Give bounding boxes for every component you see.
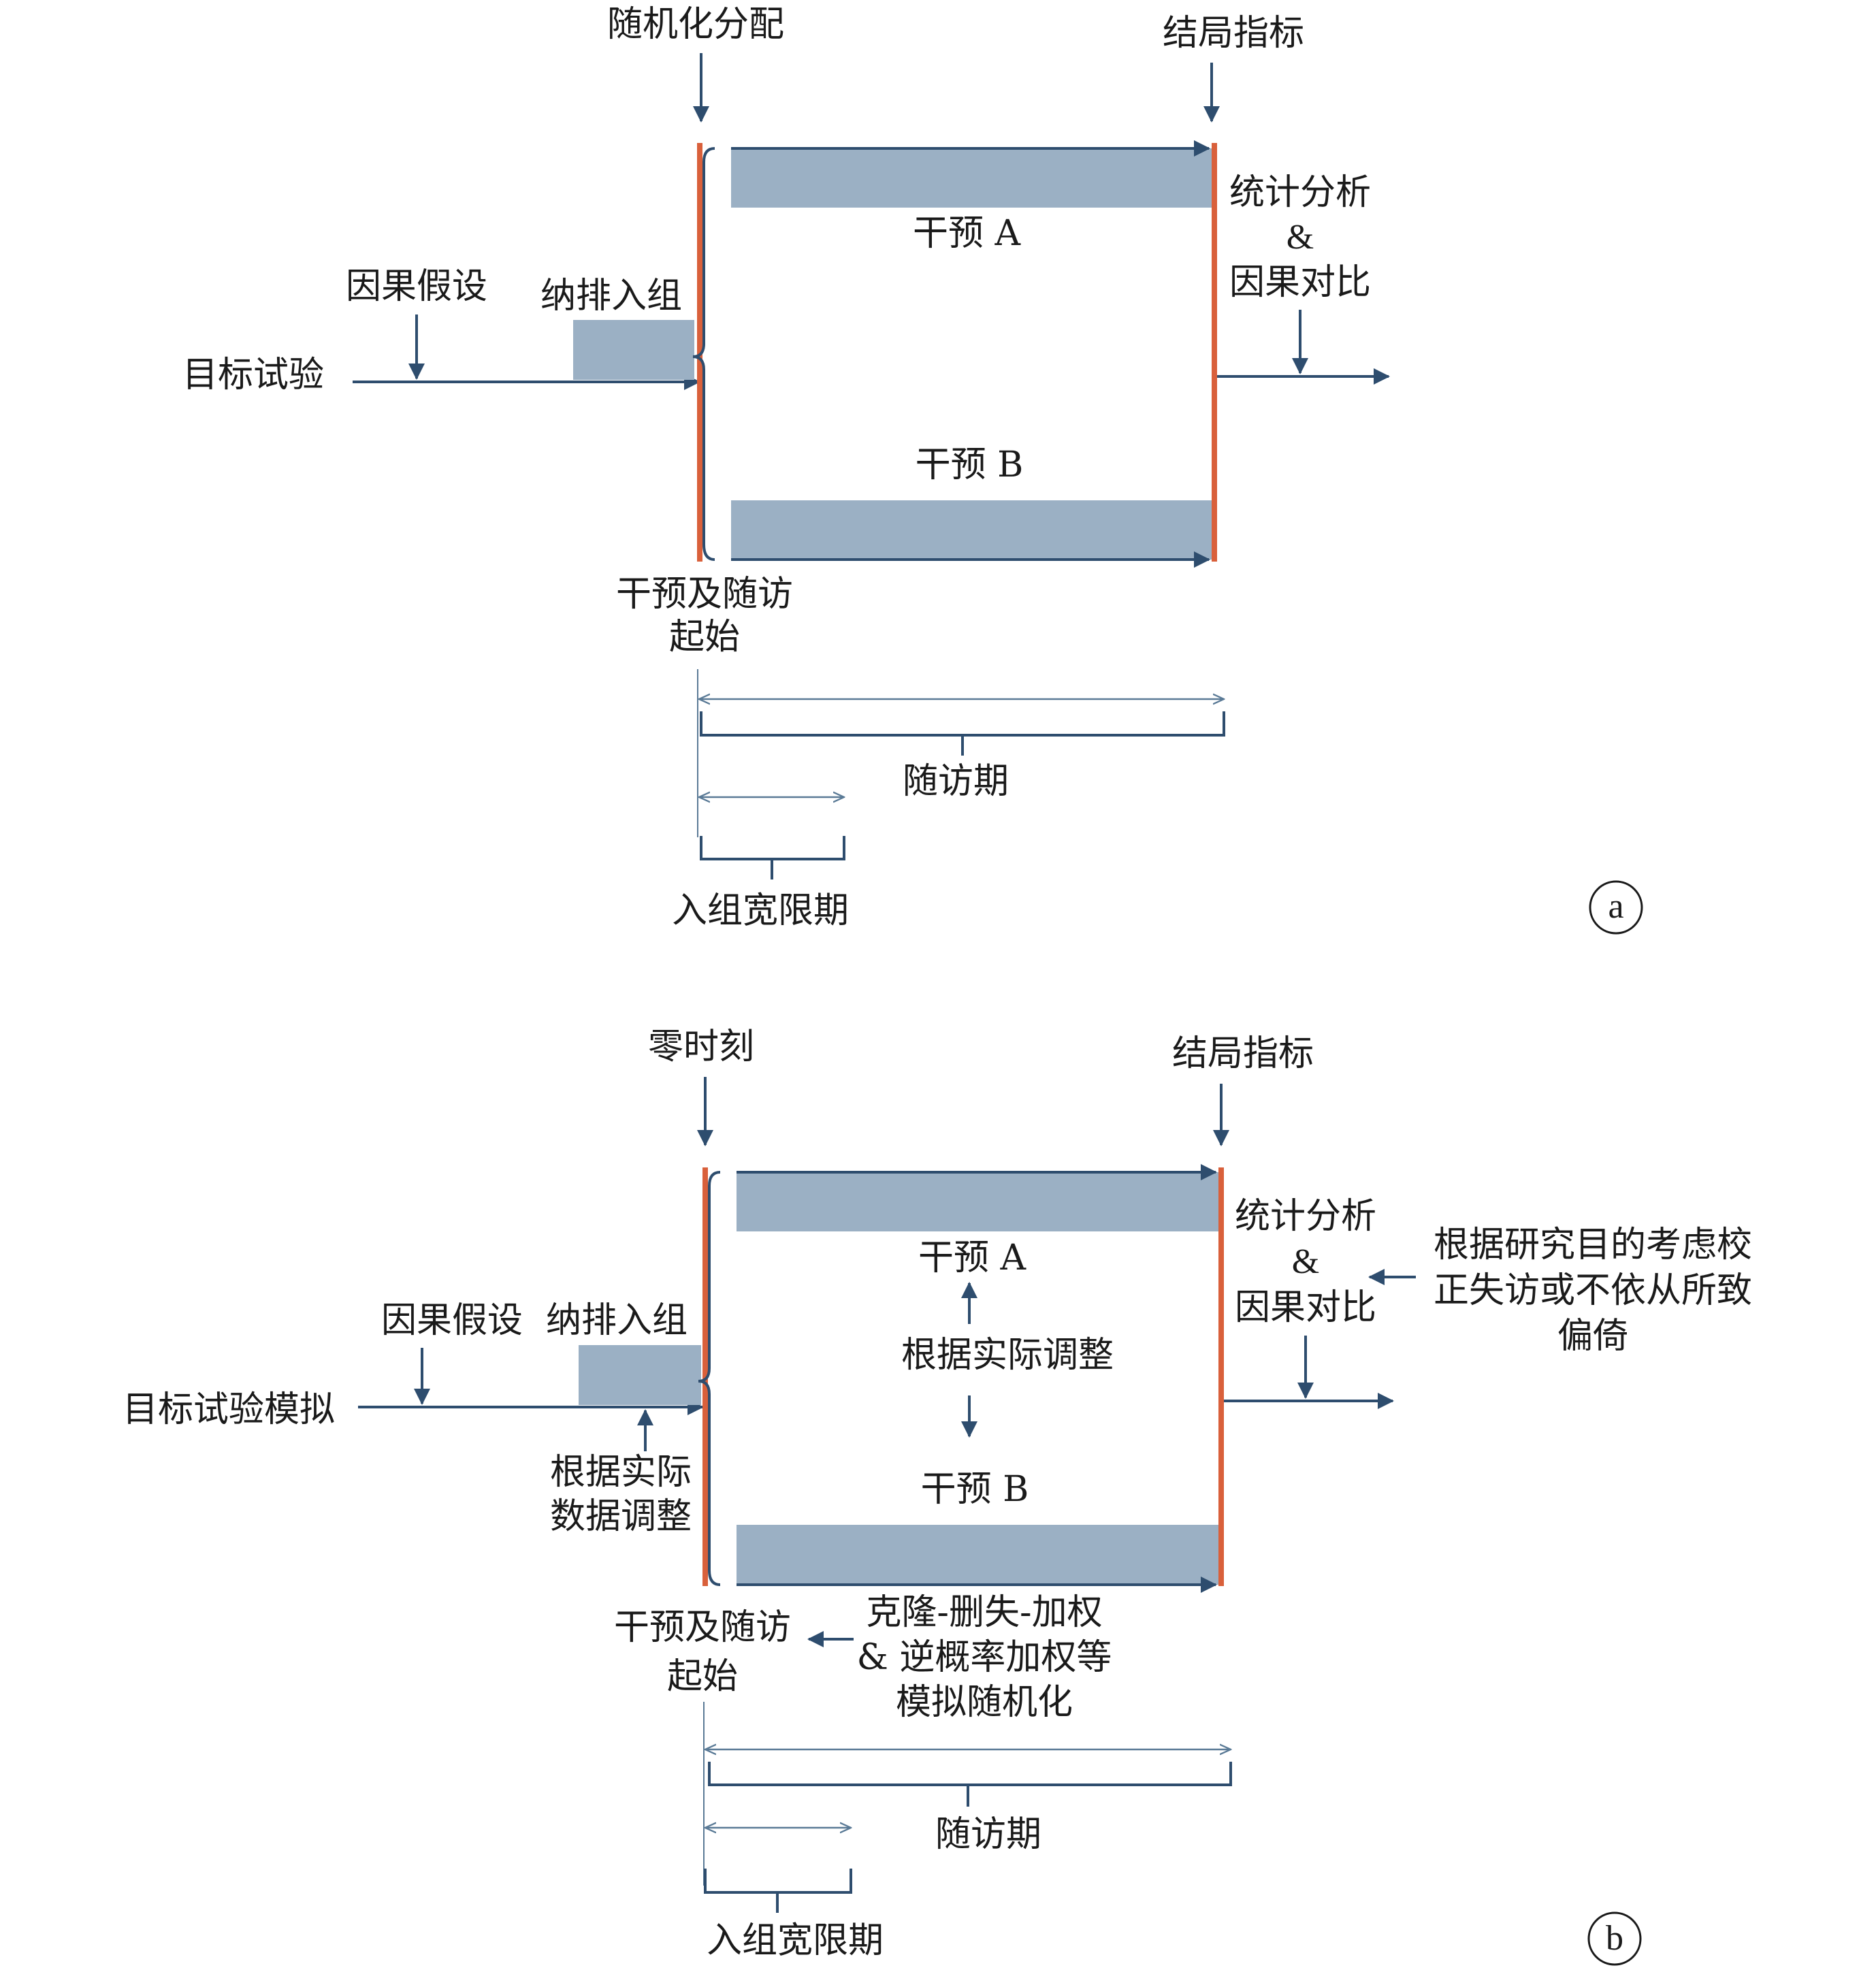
followup-label-b: 随访期 — [935, 1814, 1041, 1855]
target-trial-label: 目标试验 — [182, 355, 324, 395]
panel-b: 零时刻 结局指标 目标试验模拟 因果假设 纳排入组 根据实际 数据调整 干预 A… — [123, 1027, 1752, 1966]
grace-label-b: 入组宽限期 — [707, 1920, 884, 1961]
arm-b-label-b: 干预 B — [921, 1469, 1029, 1510]
causal-hypothesis-label-b: 因果假设 — [381, 1300, 523, 1341]
methods-label-2: & 逆概率加权等 — [857, 1637, 1112, 1678]
arm-a-label-b: 干预 A — [918, 1238, 1027, 1278]
eligibility-box-b — [579, 1345, 701, 1405]
adjust-actual-label: 根据实际调整 — [901, 1335, 1114, 1376]
panel-a-badge-label: a — [1608, 887, 1623, 926]
bias-note-1: 根据研究目的考虑校 — [1434, 1225, 1752, 1265]
causal-hypothesis-label: 因果假设 — [346, 266, 487, 307]
start-label-1: 干预及随访 — [616, 574, 793, 615]
methods-label-1: 克隆-删失-加权 — [866, 1592, 1102, 1633]
arm-b-label: 干预 B — [916, 445, 1024, 485]
outcome-label-b: 结局指标 — [1172, 1033, 1314, 1074]
outcome-label: 结局指标 — [1163, 13, 1304, 54]
followup-label: 随访期 — [903, 761, 1009, 802]
arm-b-bar — [731, 500, 1212, 560]
methods-label-3: 模拟随机化 — [896, 1682, 1073, 1723]
emulation-label: 目标试验模拟 — [123, 1389, 335, 1430]
bias-note-2: 正失访或不依从所致 — [1434, 1270, 1752, 1311]
stats-label-1: 统计分析 — [1229, 172, 1371, 213]
adjust-data-label-2: 数据调整 — [550, 1496, 692, 1537]
grace-label: 入组宽限期 — [672, 890, 849, 931]
panel-b-badge-label: b — [1606, 1919, 1623, 1958]
arm-brace-b — [698, 1171, 721, 1586]
randomization-label: 随机化分配 — [607, 4, 784, 45]
eligibility-label: 纳排入组 — [540, 276, 682, 317]
panel-a: 随机化分配 结局指标 目标试验 因果假设 纳排入组 干预 A 干预 B 统计分析… — [182, 4, 1643, 935]
arm-b-bar-b — [737, 1525, 1218, 1585]
stats-label-2: & — [1287, 218, 1314, 257]
start-label-2: 起始 — [669, 617, 740, 658]
followup-bracket-b — [708, 1762, 1232, 1807]
arm-brace — [692, 147, 715, 561]
eligibility-label-b: 纳排入组 — [546, 1300, 688, 1341]
eligibility-box — [573, 320, 694, 380]
time-zero-label: 零时刻 — [648, 1027, 754, 1067]
adjust-data-label-1: 根据实际 — [550, 1452, 692, 1493]
stats-label-2-b: & — [1292, 1242, 1319, 1281]
start-label-2-b: 起始 — [667, 1656, 738, 1697]
stats-label-3-b: 因果对比 — [1235, 1287, 1376, 1328]
panel-b-badge — [1587, 1911, 1642, 1966]
arm-a-bar — [731, 148, 1212, 208]
panel-a-badge — [1589, 880, 1643, 935]
grace-bracket-b — [704, 1869, 852, 1913]
followup-bracket — [700, 711, 1225, 756]
stats-label-3: 因果对比 — [1229, 262, 1371, 303]
start-label-1-b: 干预及随访 — [614, 1607, 791, 1648]
grace-bracket — [700, 836, 845, 879]
stats-label-1-b: 统计分析 — [1235, 1196, 1376, 1237]
arm-a-label: 干预 A — [913, 213, 1022, 254]
arm-a-bar-b — [737, 1172, 1218, 1231]
bias-note-3: 偏倚 — [1557, 1316, 1628, 1357]
